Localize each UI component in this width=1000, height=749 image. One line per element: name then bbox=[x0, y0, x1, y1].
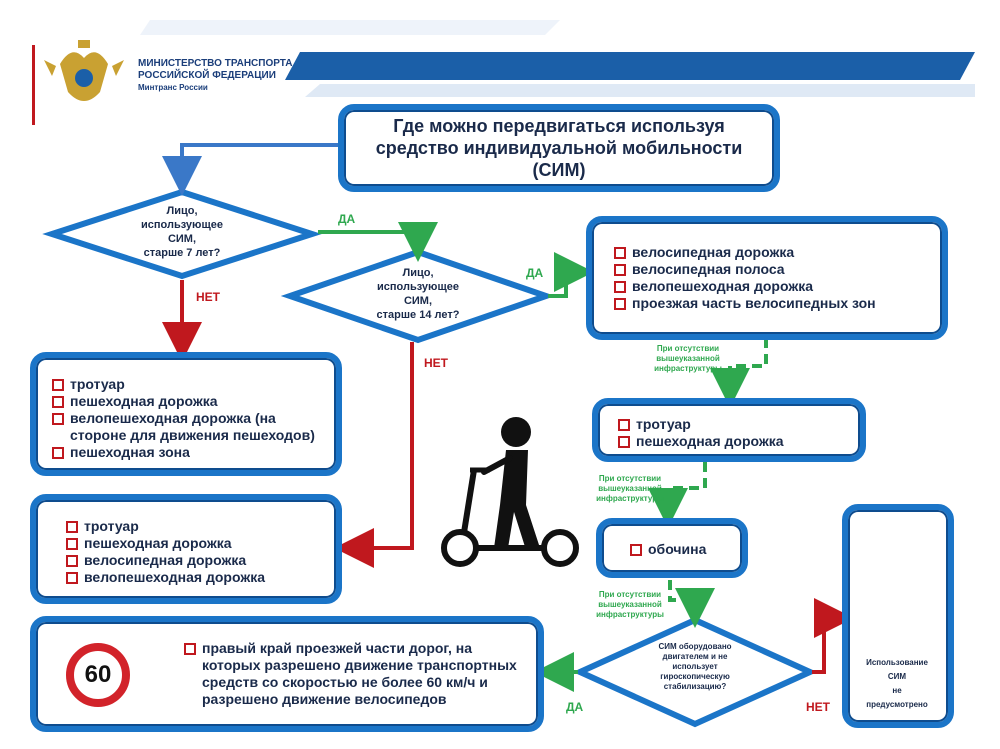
allowed-7-to-14-list: тротуар пешеходная дорожка велосипедная … bbox=[64, 518, 326, 586]
list-item: пешеходная дорожка bbox=[616, 433, 850, 450]
list-item: пешеходная дорожка bbox=[64, 535, 326, 552]
arrow-age7-yes bbox=[318, 222, 438, 262]
arrow-to-shoulder bbox=[648, 462, 707, 528]
header-bands bbox=[32, 20, 975, 125]
allowed-7-to-14-box: тротуар пешеходная дорожка велосипедная … bbox=[30, 494, 342, 604]
allowed-over-14-list: велосипедная дорожка велосипедная полоса… bbox=[612, 244, 928, 312]
speed-limit-sign: 60 bbox=[66, 643, 130, 707]
not-allowed-box bbox=[842, 504, 954, 728]
label-no-engine: НЕТ bbox=[806, 700, 830, 714]
list-item: проезжая часть велосипедных зон bbox=[612, 295, 928, 312]
not-allowed-text: Использование СИМ не предусмотрено bbox=[856, 656, 938, 712]
double-headed-eagle-emblem bbox=[44, 40, 124, 101]
not-allowed-line4: предусмотрено bbox=[866, 700, 928, 709]
label-yes-age7: ДА bbox=[338, 212, 356, 226]
decision-engine bbox=[572, 616, 818, 728]
list-item: тротуар bbox=[616, 416, 850, 433]
list-item: тротуар bbox=[64, 518, 326, 535]
ministry-name-line2: РОССИЙСКОЙ ФЕДЕРАЦИИ bbox=[138, 70, 276, 81]
list-item: велопешеходная дорожка (на стороне для д… bbox=[50, 410, 326, 444]
allowed-under-7-list: тротуар пешеходная дорожка велопешеходна… bbox=[50, 376, 326, 461]
ministry-name-line1: МИНИСТЕРСТВО ТРАНСПОРТА bbox=[138, 58, 293, 69]
arrow-to-engine-check bbox=[668, 580, 715, 628]
list-item: обочина bbox=[628, 541, 732, 558]
arrow-to-sidewalk bbox=[710, 338, 768, 408]
list-item: пешеходная дорожка bbox=[50, 393, 326, 410]
label-yes-age14: ДА bbox=[526, 266, 544, 280]
absence-note-2: При отсутствии вышеуказанной инфраструкт… bbox=[596, 474, 664, 503]
page-title: Где можно передвигаться используя средст… bbox=[375, 116, 743, 180]
arrow-title-to-age7 bbox=[162, 143, 338, 196]
list-item: велосипедная полоса bbox=[612, 261, 928, 278]
list-item: велосипедная дорожка bbox=[64, 552, 326, 569]
sidewalk-box: тротуар пешеходная дорожка bbox=[592, 398, 866, 462]
not-allowed-line2: СИМ bbox=[887, 672, 907, 681]
kick-scooter-rider-icon bbox=[441, 417, 579, 567]
ministry-header: МИНИСТЕРСТВО ТРАНСПОРТА РОССИЙСКОЙ ФЕДЕР… bbox=[138, 58, 292, 93]
arrow-engine-no bbox=[812, 598, 854, 674]
decision-engine-text: СИМ оборудовано двигателем и не использу… bbox=[658, 642, 732, 691]
decision-age-14-text: Лицо, использующее СИМ, старше 14 лет? bbox=[376, 267, 460, 321]
list-item: тротуар bbox=[50, 376, 326, 393]
list-item: пешеходная зона bbox=[50, 444, 326, 461]
allowed-under-7-box: тротуар пешеходная дорожка велопешеходна… bbox=[30, 352, 342, 476]
list-item: велосипедная дорожка bbox=[612, 244, 928, 261]
absence-note-1: При отсутствии вышеуказанной инфраструкт… bbox=[654, 344, 722, 373]
arrow-age14-no bbox=[334, 342, 414, 568]
ministry-short-name: Минтранс России bbox=[138, 83, 208, 92]
label-yes-engine: ДА bbox=[566, 700, 584, 714]
speed-limit-value: 60 bbox=[84, 661, 112, 688]
title-box: Где можно передвигаться используя средст… bbox=[338, 104, 780, 192]
list-item: велопешеходная дорожка bbox=[612, 278, 928, 295]
absence-note-3: При отсутствии вышеуказанной инфраструкт… bbox=[596, 590, 664, 619]
allowed-over-14-box: велосипедная дорожка велосипедная полоса… bbox=[586, 216, 948, 340]
list-item: велопешеходная дорожка bbox=[64, 569, 326, 586]
shoulder-list: обочина bbox=[628, 541, 732, 558]
decision-age-7-text: Лицо, использующее СИМ, старше 7 лет? bbox=[141, 205, 223, 259]
list-item: правый край проезжей части дорог, на кот… bbox=[182, 640, 528, 708]
not-allowed-line1: Использование bbox=[866, 658, 928, 667]
sidewalk-list: тротуар пешеходная дорожка bbox=[616, 416, 850, 450]
decision-age-14 bbox=[280, 248, 556, 344]
not-allowed-line3: не bbox=[892, 686, 902, 695]
road-edge-list: правый край проезжей части дорог, на кот… bbox=[182, 640, 528, 708]
arrow-age14-yes bbox=[548, 252, 594, 298]
shoulder-box: обочина bbox=[596, 518, 748, 578]
road-edge-box: правый край проезжей части дорог, на кот… bbox=[30, 616, 544, 732]
decision-age-7 bbox=[42, 188, 322, 280]
label-no-age7: НЕТ bbox=[196, 290, 220, 304]
label-no-age14: НЕТ bbox=[424, 356, 448, 370]
